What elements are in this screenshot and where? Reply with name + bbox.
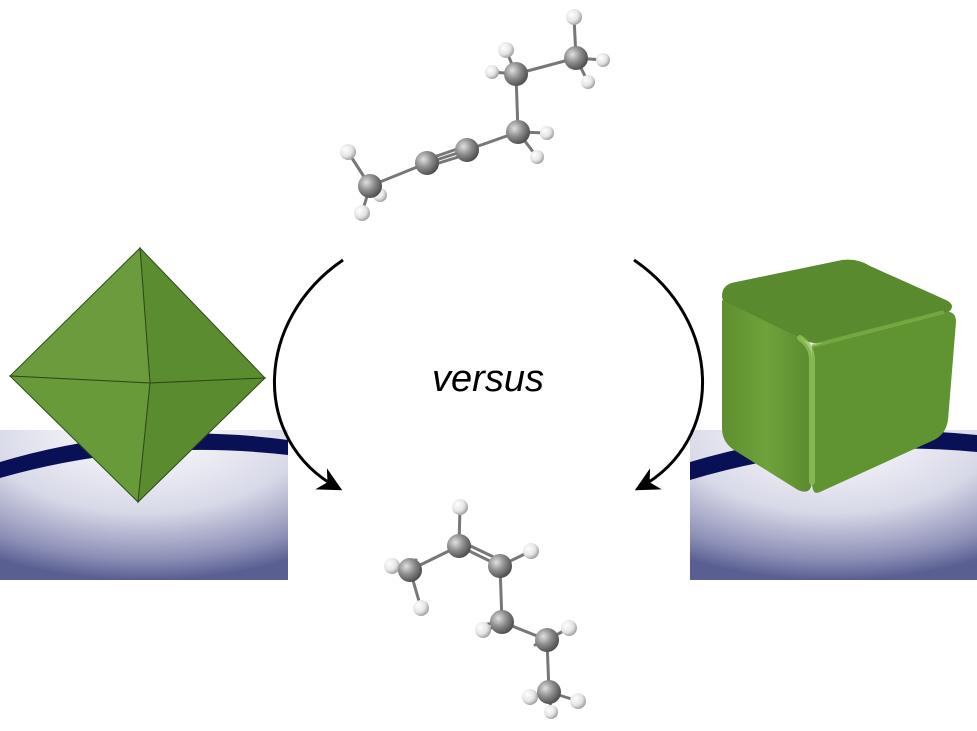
- left-catalyst: [0, 246, 288, 580]
- top-molecule: [340, 9, 610, 221]
- bottom-molecule-hydrogens: [384, 499, 586, 719]
- left-curved-arrow: [272, 258, 344, 491]
- right-catalyst: [690, 259, 977, 580]
- right-curved-arrow: [633, 258, 705, 491]
- top-molecule-bonds: [346, 15, 605, 215]
- cube-icon: [722, 259, 956, 493]
- bottom-molecule-carbons: [398, 534, 561, 704]
- top-molecule-carbons: [358, 46, 588, 198]
- versus-label: versus: [432, 358, 544, 400]
- bottom-molecule: [384, 499, 586, 719]
- octahedron-icon: [8, 246, 267, 504]
